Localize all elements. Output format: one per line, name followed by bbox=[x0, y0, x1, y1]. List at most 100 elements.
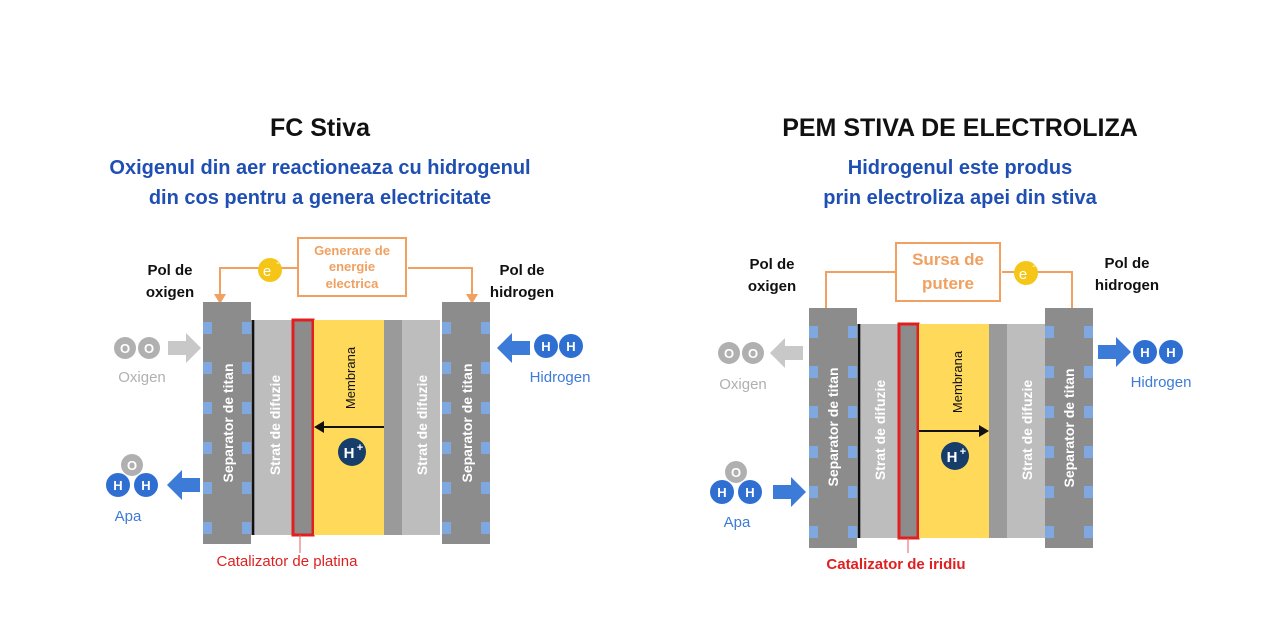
pem-diffusion-left bbox=[861, 324, 899, 538]
pem-water-arrow bbox=[773, 477, 806, 507]
fc-water-arrow bbox=[167, 470, 200, 500]
fc-water-label: Apa bbox=[115, 508, 142, 525]
pem-box-line1: Sursa de bbox=[912, 250, 984, 269]
pem-separator-right bbox=[1045, 308, 1093, 548]
pem-oxygen-arrow bbox=[770, 338, 803, 368]
fc-oxygen-atom-2 bbox=[138, 337, 160, 359]
fc-separator-left-dots bbox=[203, 322, 251, 534]
fc-hydrogen-h1: H bbox=[541, 339, 550, 354]
pem-hydrogen-arrow bbox=[1098, 337, 1131, 367]
fc-membrane-label: Membrana bbox=[343, 346, 358, 409]
fc-water-h1 bbox=[106, 473, 130, 497]
fc-water-h2 bbox=[134, 473, 158, 497]
fc-proton-arrowhead bbox=[314, 421, 324, 433]
fc-diagram: e - Generare de energie electrica Pol de… bbox=[106, 237, 591, 570]
fc-diff-left-label: Strat de difuzie bbox=[267, 375, 283, 476]
pem-diagram: Sursa de putere e - Pol de oxigen Pol de… bbox=[710, 242, 1191, 573]
fc-electron-icon bbox=[258, 258, 282, 282]
fc-diffusion-right bbox=[402, 320, 440, 535]
fc-hydrogen-arrow bbox=[497, 333, 530, 363]
pem-title: PEM STIVA DE ELECTROLIZA bbox=[782, 114, 1138, 142]
fc-water-h1-label: H bbox=[113, 478, 122, 493]
pem-separator-left bbox=[809, 308, 857, 548]
pem-proton-sup: + bbox=[960, 446, 966, 458]
fc-electron-label: e bbox=[263, 263, 271, 280]
pem-sep-right-label: Separator de titan bbox=[1061, 368, 1077, 487]
fc-box-line1: Generare de bbox=[314, 243, 390, 258]
fc-circuit-arrow-left bbox=[214, 294, 226, 304]
pem-sep-left-label: Separator de titan bbox=[825, 367, 841, 486]
fc-electron-sup: - bbox=[276, 257, 280, 269]
pem-electron-sup: - bbox=[1032, 260, 1036, 272]
pem-pole-right-2: hidrogen bbox=[1095, 277, 1159, 294]
pem-water-o-label: O bbox=[731, 465, 741, 480]
fc-separator-right-dots bbox=[442, 322, 490, 534]
pem-diff-left-label: Strat de difuzie bbox=[872, 380, 888, 481]
pem-oxygen-atom-2 bbox=[742, 342, 764, 364]
fc-box-line3: electrica bbox=[326, 276, 380, 291]
pem-subtitle: Hidrogenul este produs prin electroliza … bbox=[640, 153, 1280, 213]
fc-circuit-arrow-right bbox=[466, 294, 478, 304]
fc-water-o-label: O bbox=[127, 458, 137, 473]
pem-diff-right-label: Strat de difuzie bbox=[1019, 380, 1035, 481]
pem-diffusion-right bbox=[1007, 324, 1045, 538]
fc-sep-left-label: Separator de titan bbox=[220, 363, 236, 482]
fc-diffusion-left bbox=[255, 320, 293, 535]
fc-separator-right bbox=[442, 302, 490, 544]
pem-pole-left-1: Pol de bbox=[749, 256, 794, 273]
fc-oxygen-o1: O bbox=[120, 341, 130, 356]
pem-membrane-label: Membrana bbox=[950, 350, 965, 413]
fc-box-line2: energie bbox=[329, 259, 375, 274]
fc-subtitle-line2: din cos pentru a genera electricitate bbox=[148, 187, 492, 209]
fc-panel: FC Stiva Oxigenul din aer reactioneaza c… bbox=[0, 114, 640, 570]
pem-subtitle-line2: prin electroliza apei din stiva bbox=[823, 187, 1097, 209]
fc-diffusion-right-dark bbox=[384, 320, 402, 535]
pem-catalyst-label: Catalizator de iridiu bbox=[826, 556, 965, 573]
pem-water-o bbox=[725, 461, 747, 483]
fc-hydrogen-h2: H bbox=[566, 339, 575, 354]
fc-catalyst-label: Catalizator de platina bbox=[217, 553, 359, 570]
pem-proton-label: H bbox=[947, 449, 958, 466]
pem-proton-icon bbox=[941, 442, 969, 470]
pem-separator-right-dots bbox=[1045, 326, 1093, 538]
pem-oxygen-atom-1 bbox=[718, 342, 740, 364]
fc-hydrogen-atom-1 bbox=[534, 334, 558, 358]
pem-hydrogen-atom-2 bbox=[1159, 340, 1183, 364]
fc-subtitle: Oxigenul din aer reactioneaza cu hidroge… bbox=[0, 153, 640, 213]
pem-hydrogen-h2: H bbox=[1166, 345, 1175, 360]
pem-electron-label: e bbox=[1019, 266, 1027, 283]
fc-title: FC Stiva bbox=[269, 114, 371, 142]
fc-hydrogen-label: Hidrogen bbox=[530, 369, 591, 386]
fc-separator-left bbox=[203, 302, 251, 544]
fc-pole-right-1: Pol de bbox=[499, 262, 544, 279]
pem-hydrogen-atom-1 bbox=[1133, 340, 1157, 364]
pem-oxygen-o1: O bbox=[724, 346, 734, 361]
pem-pole-left-2: oxigen bbox=[748, 278, 796, 295]
pem-hydrogen-h1: H bbox=[1140, 345, 1149, 360]
pem-water-h2-label: H bbox=[745, 485, 754, 500]
pem-pole-right-1: Pol de bbox=[1104, 255, 1149, 272]
fc-water-h2-label: H bbox=[141, 478, 150, 493]
pem-subtitle-line1: Hidrogenul este produs bbox=[847, 157, 1073, 179]
pem-separator-left-dots bbox=[809, 326, 857, 538]
fc-pole-right-2: hidrogen bbox=[490, 284, 554, 301]
fc-subtitle-line1: Oxigenul din aer reactioneaza cu hidroge… bbox=[109, 157, 531, 179]
fc-proton-label: H bbox=[344, 445, 355, 462]
fc-pole-left-1: Pol de bbox=[147, 262, 192, 279]
fc-generation-box bbox=[297, 237, 407, 297]
fc-proton-icon bbox=[338, 438, 366, 466]
pem-proton-arrowhead bbox=[979, 425, 989, 437]
fc-hydrogen-atom-2 bbox=[559, 334, 583, 358]
fc-catalyst-layer bbox=[291, 318, 315, 537]
fc-oxygen-o2: O bbox=[144, 341, 154, 356]
pem-diffusion-right-dark bbox=[989, 324, 1007, 538]
pem-oxygen-label: Oxigen bbox=[719, 376, 767, 393]
fc-diff-right-label: Strat de difuzie bbox=[414, 375, 430, 476]
fc-pole-left-2: oxigen bbox=[146, 284, 194, 301]
pem-water-label: Apa bbox=[724, 514, 751, 531]
pem-water-h2 bbox=[738, 480, 762, 504]
fc-sep-right-label: Separator de titan bbox=[459, 363, 475, 482]
fc-water-o bbox=[121, 454, 143, 476]
pem-water-h1 bbox=[710, 480, 734, 504]
